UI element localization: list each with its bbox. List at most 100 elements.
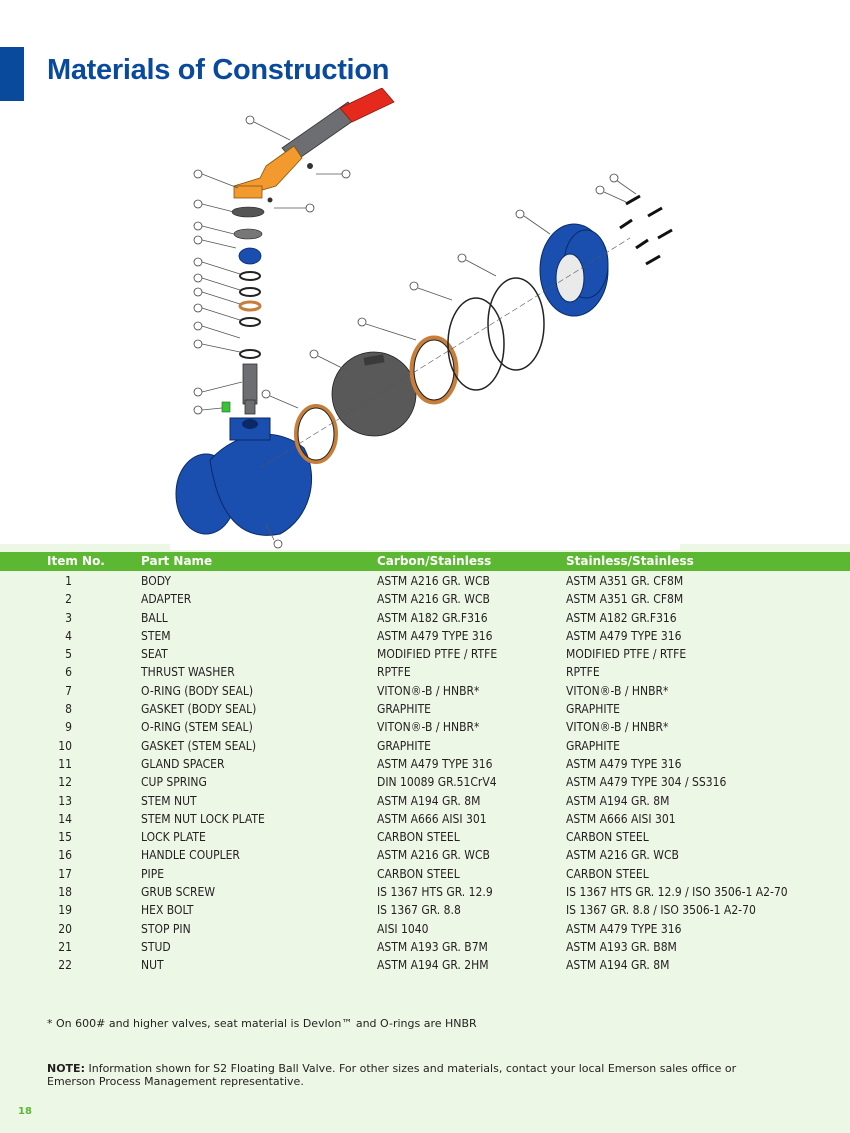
header-stainless-stainless: Stainless/Stainless xyxy=(566,554,694,568)
stainless-stainless-material: GRAPHITE xyxy=(566,738,620,753)
stainless-stainless-material: ASTM A182 GR.F316 xyxy=(566,610,677,625)
carbon-stainless-material: ASTM A666 AISI 301 xyxy=(377,811,487,826)
gland-spacer xyxy=(239,287,261,297)
carbon-stainless-material: MODIFIED PTFE / RTFE xyxy=(377,647,498,662)
part-name: HEX BOLT xyxy=(141,903,194,918)
carbon-stainless-material: ASTM A479 TYPE 316 xyxy=(377,756,493,771)
carbon-stainless-material: ASTM A194 GR. 8M xyxy=(377,793,481,808)
carbon-stainless-material: GRAPHITE xyxy=(377,738,431,753)
note-text: Information shown for S2 Floating Ball V… xyxy=(47,1062,737,1088)
cup-spring xyxy=(239,271,261,281)
stainless-stainless-material: ASTM A479 TYPE 316 xyxy=(566,756,682,771)
stainless-stainless-material: ASTM A666 AISI 301 xyxy=(566,811,676,826)
handle-coupler xyxy=(233,145,303,199)
item-number: 18 xyxy=(58,885,72,900)
carbon-stainless-material: VITON®-B / HNBR* xyxy=(377,720,480,735)
item-number: 8 xyxy=(65,702,72,717)
part-name: SEAT xyxy=(141,647,168,662)
callout-markers xyxy=(193,115,637,549)
item-number: 10 xyxy=(58,738,72,753)
seat xyxy=(409,335,459,405)
part-name: GLAND SPACER xyxy=(141,756,225,771)
item-number: 4 xyxy=(65,628,72,643)
item-number: 14 xyxy=(58,811,72,826)
stainless-stainless-material: RPTFE xyxy=(566,665,600,680)
studs-and-nuts xyxy=(619,194,673,266)
part-name: CUP SPRING xyxy=(141,775,207,790)
part-name: STOP PIN xyxy=(141,921,191,936)
section-tab-marker xyxy=(0,47,24,101)
item-number: 19 xyxy=(58,903,72,918)
table-row: 3 BALL ASTM A182 GR.F316 ASTM A182 GR.F316 xyxy=(0,609,850,627)
stainless-stainless-material: GRAPHITE xyxy=(566,702,620,717)
part-name: GASKET (STEM SEAL) xyxy=(141,738,257,753)
stainless-stainless-material: CARBON STEEL xyxy=(566,830,649,845)
part-name: STUD xyxy=(141,939,171,954)
part-name: O-RING (STEM SEAL) xyxy=(141,720,253,735)
item-number: 22 xyxy=(58,958,72,973)
body-o-ring xyxy=(447,297,505,391)
lock-plate xyxy=(231,206,265,218)
body-seal-gasket xyxy=(487,277,545,371)
part-name: LOCK PLATE xyxy=(141,830,206,845)
stainless-stainless-material: VITON®-B / HNBR* xyxy=(566,720,669,735)
carbon-stainless-material: ASTM A479 TYPE 316 xyxy=(377,628,493,643)
stem-o-ring xyxy=(239,349,261,359)
stainless-stainless-material: ASTM A351 GR. CF8M xyxy=(566,574,684,588)
page-number: 18 xyxy=(18,1106,32,1117)
stop-pin xyxy=(221,401,231,413)
carbon-stainless-material: ASTM A182 GR.F316 xyxy=(377,610,488,625)
part-name: NUT xyxy=(141,958,164,973)
item-number: 15 xyxy=(58,830,72,845)
item-number: 12 xyxy=(58,775,72,790)
stainless-stainless-material: ASTM A216 GR. WCB xyxy=(566,848,679,863)
stainless-stainless-material: VITON®-B / HNBR* xyxy=(566,683,669,698)
table-header: Item No. Part Name Carbon/Stainless Stai… xyxy=(0,552,850,571)
footnote: * On 600# and higher valves, seat materi… xyxy=(47,1017,477,1030)
stainless-stainless-material: ASTM A479 TYPE 316 xyxy=(566,921,682,936)
stainless-stainless-material: ASTM A194 GR. 8M xyxy=(566,793,670,808)
carbon-stainless-material: ASTM A216 GR. WCB xyxy=(377,574,490,588)
item-number: 3 xyxy=(65,610,72,625)
carbon-stainless-material: IS 1367 HTS GR. 12.9 xyxy=(377,885,493,900)
valve-body xyxy=(175,417,312,536)
carbon-stainless-material: DIN 10089 GR.51CrV4 xyxy=(377,775,497,790)
part-name: HANDLE COUPLER xyxy=(141,848,240,863)
stainless-stainless-material: ASTM A479 TYPE 316 xyxy=(566,628,682,643)
center-axis-line xyxy=(259,237,631,469)
adapter xyxy=(539,223,609,317)
carbon-stainless-material: IS 1367 GR. 8.8 xyxy=(377,903,461,918)
exploded-valve-diagram xyxy=(170,88,680,550)
table-background xyxy=(0,544,850,1133)
item-number: 1 xyxy=(65,574,72,588)
handle-pipe xyxy=(281,88,395,163)
stainless-stainless-material: IS 1367 GR. 8.8 / ISO 3506-1 A2-70 xyxy=(566,903,756,918)
stainless-stainless-material: MODIFIED PTFE / RTFE xyxy=(566,647,687,662)
item-number: 17 xyxy=(58,866,72,881)
carbon-stainless-material: CARBON STEEL xyxy=(377,866,460,881)
carbon-stainless-material: GRAPHITE xyxy=(377,702,431,717)
item-number: 2 xyxy=(65,592,72,607)
part-name: BALL xyxy=(141,610,168,625)
stem-gasket xyxy=(239,317,261,327)
stem xyxy=(242,363,258,415)
header-item-no: Item No. xyxy=(47,554,105,568)
stainless-stainless-material: IS 1367 HTS GR. 12.9 / ISO 3506-1 A2-70 xyxy=(566,885,788,900)
carbon-stainless-material: RPTFE xyxy=(377,665,411,680)
